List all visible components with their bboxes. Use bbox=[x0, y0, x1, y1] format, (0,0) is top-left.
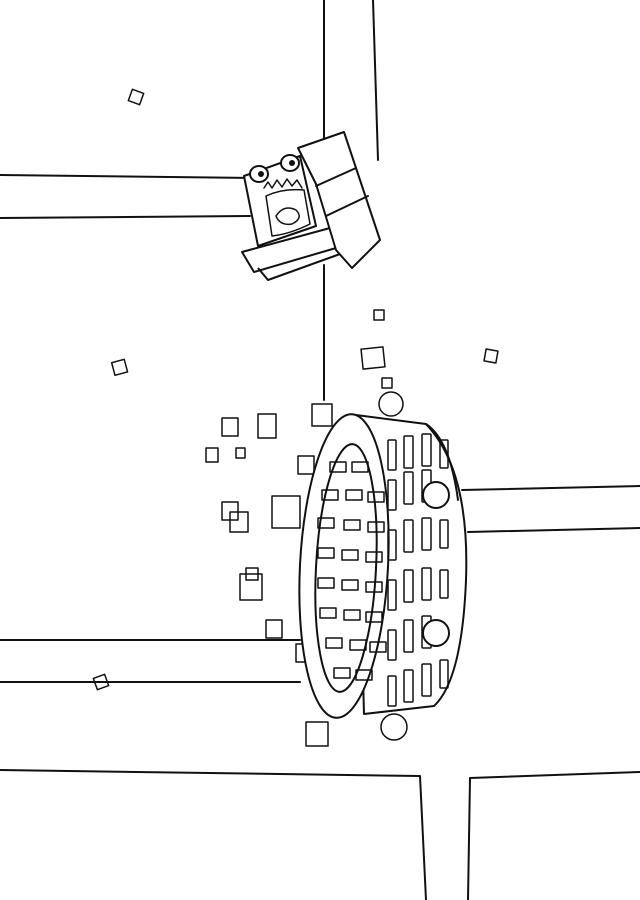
bottom-right-block bbox=[467, 771, 640, 900]
outer-window bbox=[439, 659, 449, 689]
creature-tongue bbox=[275, 207, 300, 226]
outer-window bbox=[421, 517, 432, 551]
debris-ball bbox=[380, 713, 408, 741]
debris-ball bbox=[378, 391, 404, 417]
debris-cube bbox=[265, 619, 283, 639]
outer-window bbox=[421, 567, 432, 601]
debris-cube bbox=[245, 567, 259, 581]
outer-window bbox=[439, 569, 449, 599]
debris-cube bbox=[235, 447, 246, 459]
inner-window bbox=[317, 577, 335, 589]
inner-window bbox=[365, 611, 383, 623]
ring-inner-windows bbox=[317, 461, 387, 681]
inner-window bbox=[333, 667, 351, 679]
upper-left-ledge bbox=[0, 174, 259, 219]
left-pupil bbox=[258, 171, 264, 177]
debris-cube bbox=[360, 346, 386, 370]
inner-window bbox=[317, 547, 335, 559]
debris-cube bbox=[381, 377, 393, 389]
outer-window bbox=[403, 669, 414, 703]
inner-window bbox=[351, 461, 369, 473]
ring-tower bbox=[298, 413, 468, 719]
debris-cube bbox=[257, 413, 277, 439]
inner-window bbox=[329, 461, 347, 473]
right-pupil bbox=[289, 160, 295, 166]
debris-cube bbox=[229, 511, 249, 533]
inner-window bbox=[349, 639, 367, 651]
ring-back-edge bbox=[425, 423, 459, 501]
inner-window bbox=[367, 491, 385, 503]
debris bbox=[92, 88, 499, 747]
inner-window bbox=[355, 669, 373, 681]
outer-window bbox=[387, 439, 397, 471]
debris-cube bbox=[92, 673, 110, 691]
inner-window bbox=[367, 521, 385, 533]
outer-window bbox=[387, 479, 397, 511]
ring-ball bbox=[422, 619, 450, 647]
inner-window bbox=[321, 489, 339, 501]
inner-window bbox=[341, 579, 359, 591]
debris-cube bbox=[297, 455, 315, 475]
debris-cube bbox=[311, 403, 333, 427]
inner-window bbox=[317, 517, 335, 529]
outer-window bbox=[403, 471, 414, 505]
inner-window bbox=[365, 551, 383, 563]
outer-window bbox=[403, 569, 414, 603]
creature-teeth bbox=[263, 178, 303, 189]
inner-window bbox=[343, 519, 361, 531]
creature-mouth bbox=[265, 188, 311, 237]
outer-window bbox=[439, 519, 449, 549]
ring-outer-windows bbox=[387, 433, 449, 707]
bottom-left-block bbox=[0, 769, 427, 900]
box-creature bbox=[241, 131, 381, 281]
inner-window bbox=[343, 609, 361, 621]
outer-window bbox=[421, 433, 432, 467]
debris-cube bbox=[205, 447, 219, 463]
outer-window bbox=[387, 629, 397, 661]
debris-cube bbox=[271, 495, 301, 529]
inner-window bbox=[369, 641, 387, 653]
lower-left-ledge bbox=[0, 639, 301, 683]
debris-cube bbox=[305, 721, 329, 747]
outer-window bbox=[387, 529, 397, 561]
debris-cube bbox=[483, 348, 499, 364]
inner-window bbox=[341, 549, 359, 561]
debris-cube bbox=[373, 309, 385, 321]
outer-window bbox=[403, 435, 414, 469]
inner-window bbox=[365, 581, 383, 593]
outer-window bbox=[403, 619, 414, 653]
outer-window bbox=[387, 579, 397, 611]
outer-window bbox=[421, 663, 432, 697]
debris-cube bbox=[127, 88, 145, 106]
creature-body bbox=[297, 131, 381, 269]
outer-window bbox=[403, 519, 414, 553]
outer-window bbox=[439, 439, 449, 469]
inner-window bbox=[325, 637, 343, 649]
right-ledge bbox=[461, 485, 640, 533]
creature-body-bands bbox=[315, 167, 369, 217]
ring-ball bbox=[422, 481, 450, 509]
outer-window bbox=[387, 675, 397, 707]
debris-cube bbox=[221, 417, 239, 437]
inner-window bbox=[319, 607, 337, 619]
inner-window bbox=[345, 489, 363, 501]
ring-inner-rim bbox=[314, 443, 378, 693]
vertical-wall-right bbox=[372, 0, 379, 161]
debris-cube bbox=[110, 358, 129, 377]
creature-eyes bbox=[249, 154, 300, 183]
debris-cube bbox=[239, 573, 263, 601]
